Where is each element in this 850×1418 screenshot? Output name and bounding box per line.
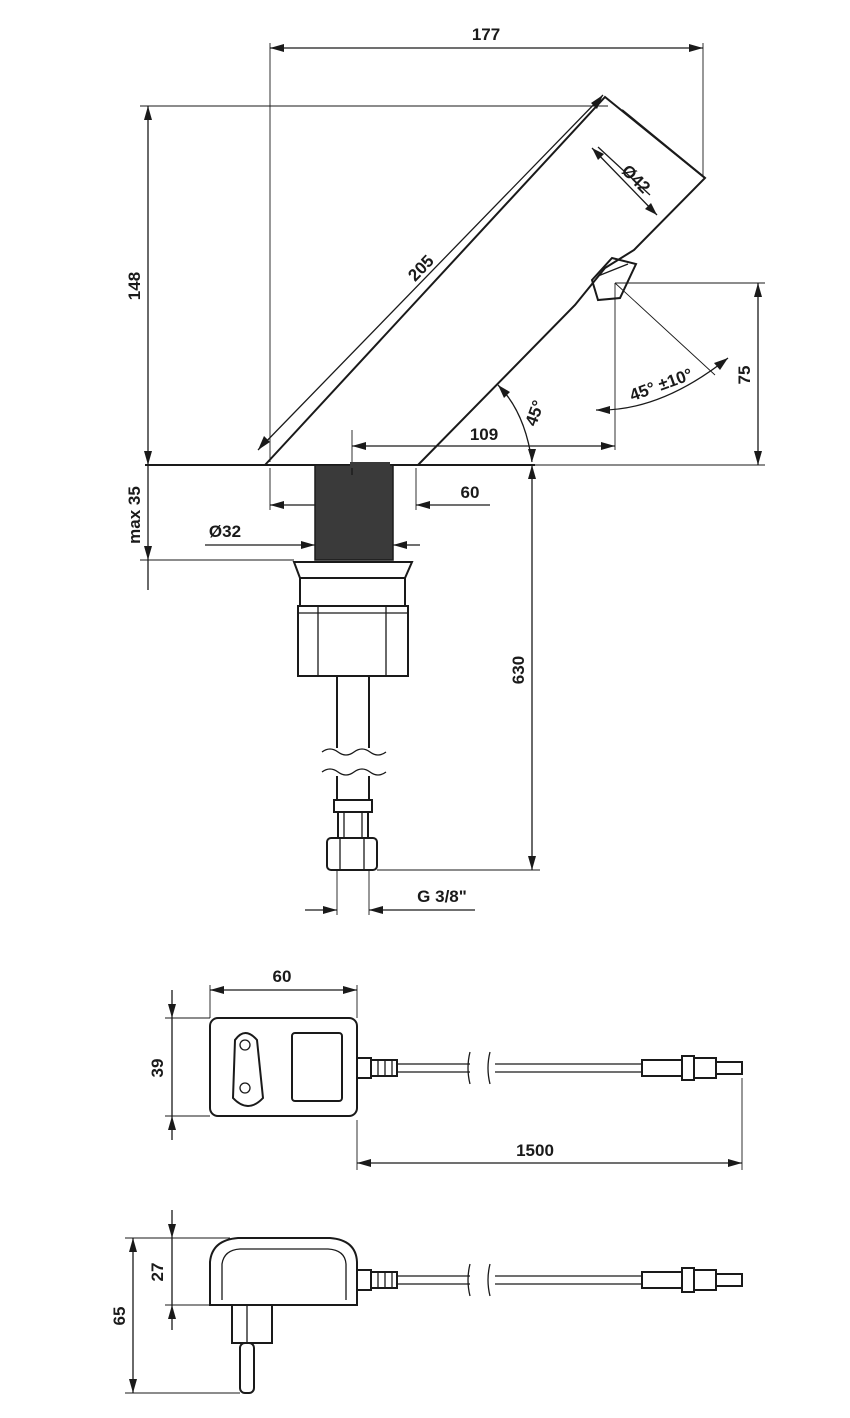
dim-cable-length: 1500 xyxy=(516,1141,554,1160)
dim-ps-width: 60 xyxy=(273,967,292,986)
dim-spout-length: 205 xyxy=(404,251,437,285)
dim-spout-diameter: Ø42 xyxy=(618,161,654,197)
dim-base-width: 60 xyxy=(461,483,480,502)
dim-thread: G 3/8" xyxy=(417,887,467,906)
dim-spout-angle: 45° xyxy=(522,398,549,429)
power-supply-front-view: 60 39 1500 xyxy=(148,967,743,1170)
dim-sensor-height: 75 xyxy=(735,366,754,385)
dim-ps-height: 39 xyxy=(148,1059,167,1078)
dim-max-deck: max 35 xyxy=(125,486,144,544)
shank xyxy=(314,464,394,561)
dim-hose-length: 630 xyxy=(509,656,528,684)
dim-shank-diameter: Ø32 xyxy=(209,522,241,541)
power-supply-side-view: 27 65 xyxy=(110,1210,743,1394)
dim-ps-depth: 27 xyxy=(148,1263,167,1282)
dim-reach: 109 xyxy=(470,425,498,444)
dim-overall-width: 177 xyxy=(472,25,500,44)
faucet-drawing: 177 148 205 Ø42 75 45° ±10° xyxy=(125,25,765,915)
dim-sensor-angle: 45° ±10° xyxy=(627,365,695,405)
dim-ps-total-depth: 65 xyxy=(110,1307,129,1326)
dim-height: 148 xyxy=(125,272,144,300)
